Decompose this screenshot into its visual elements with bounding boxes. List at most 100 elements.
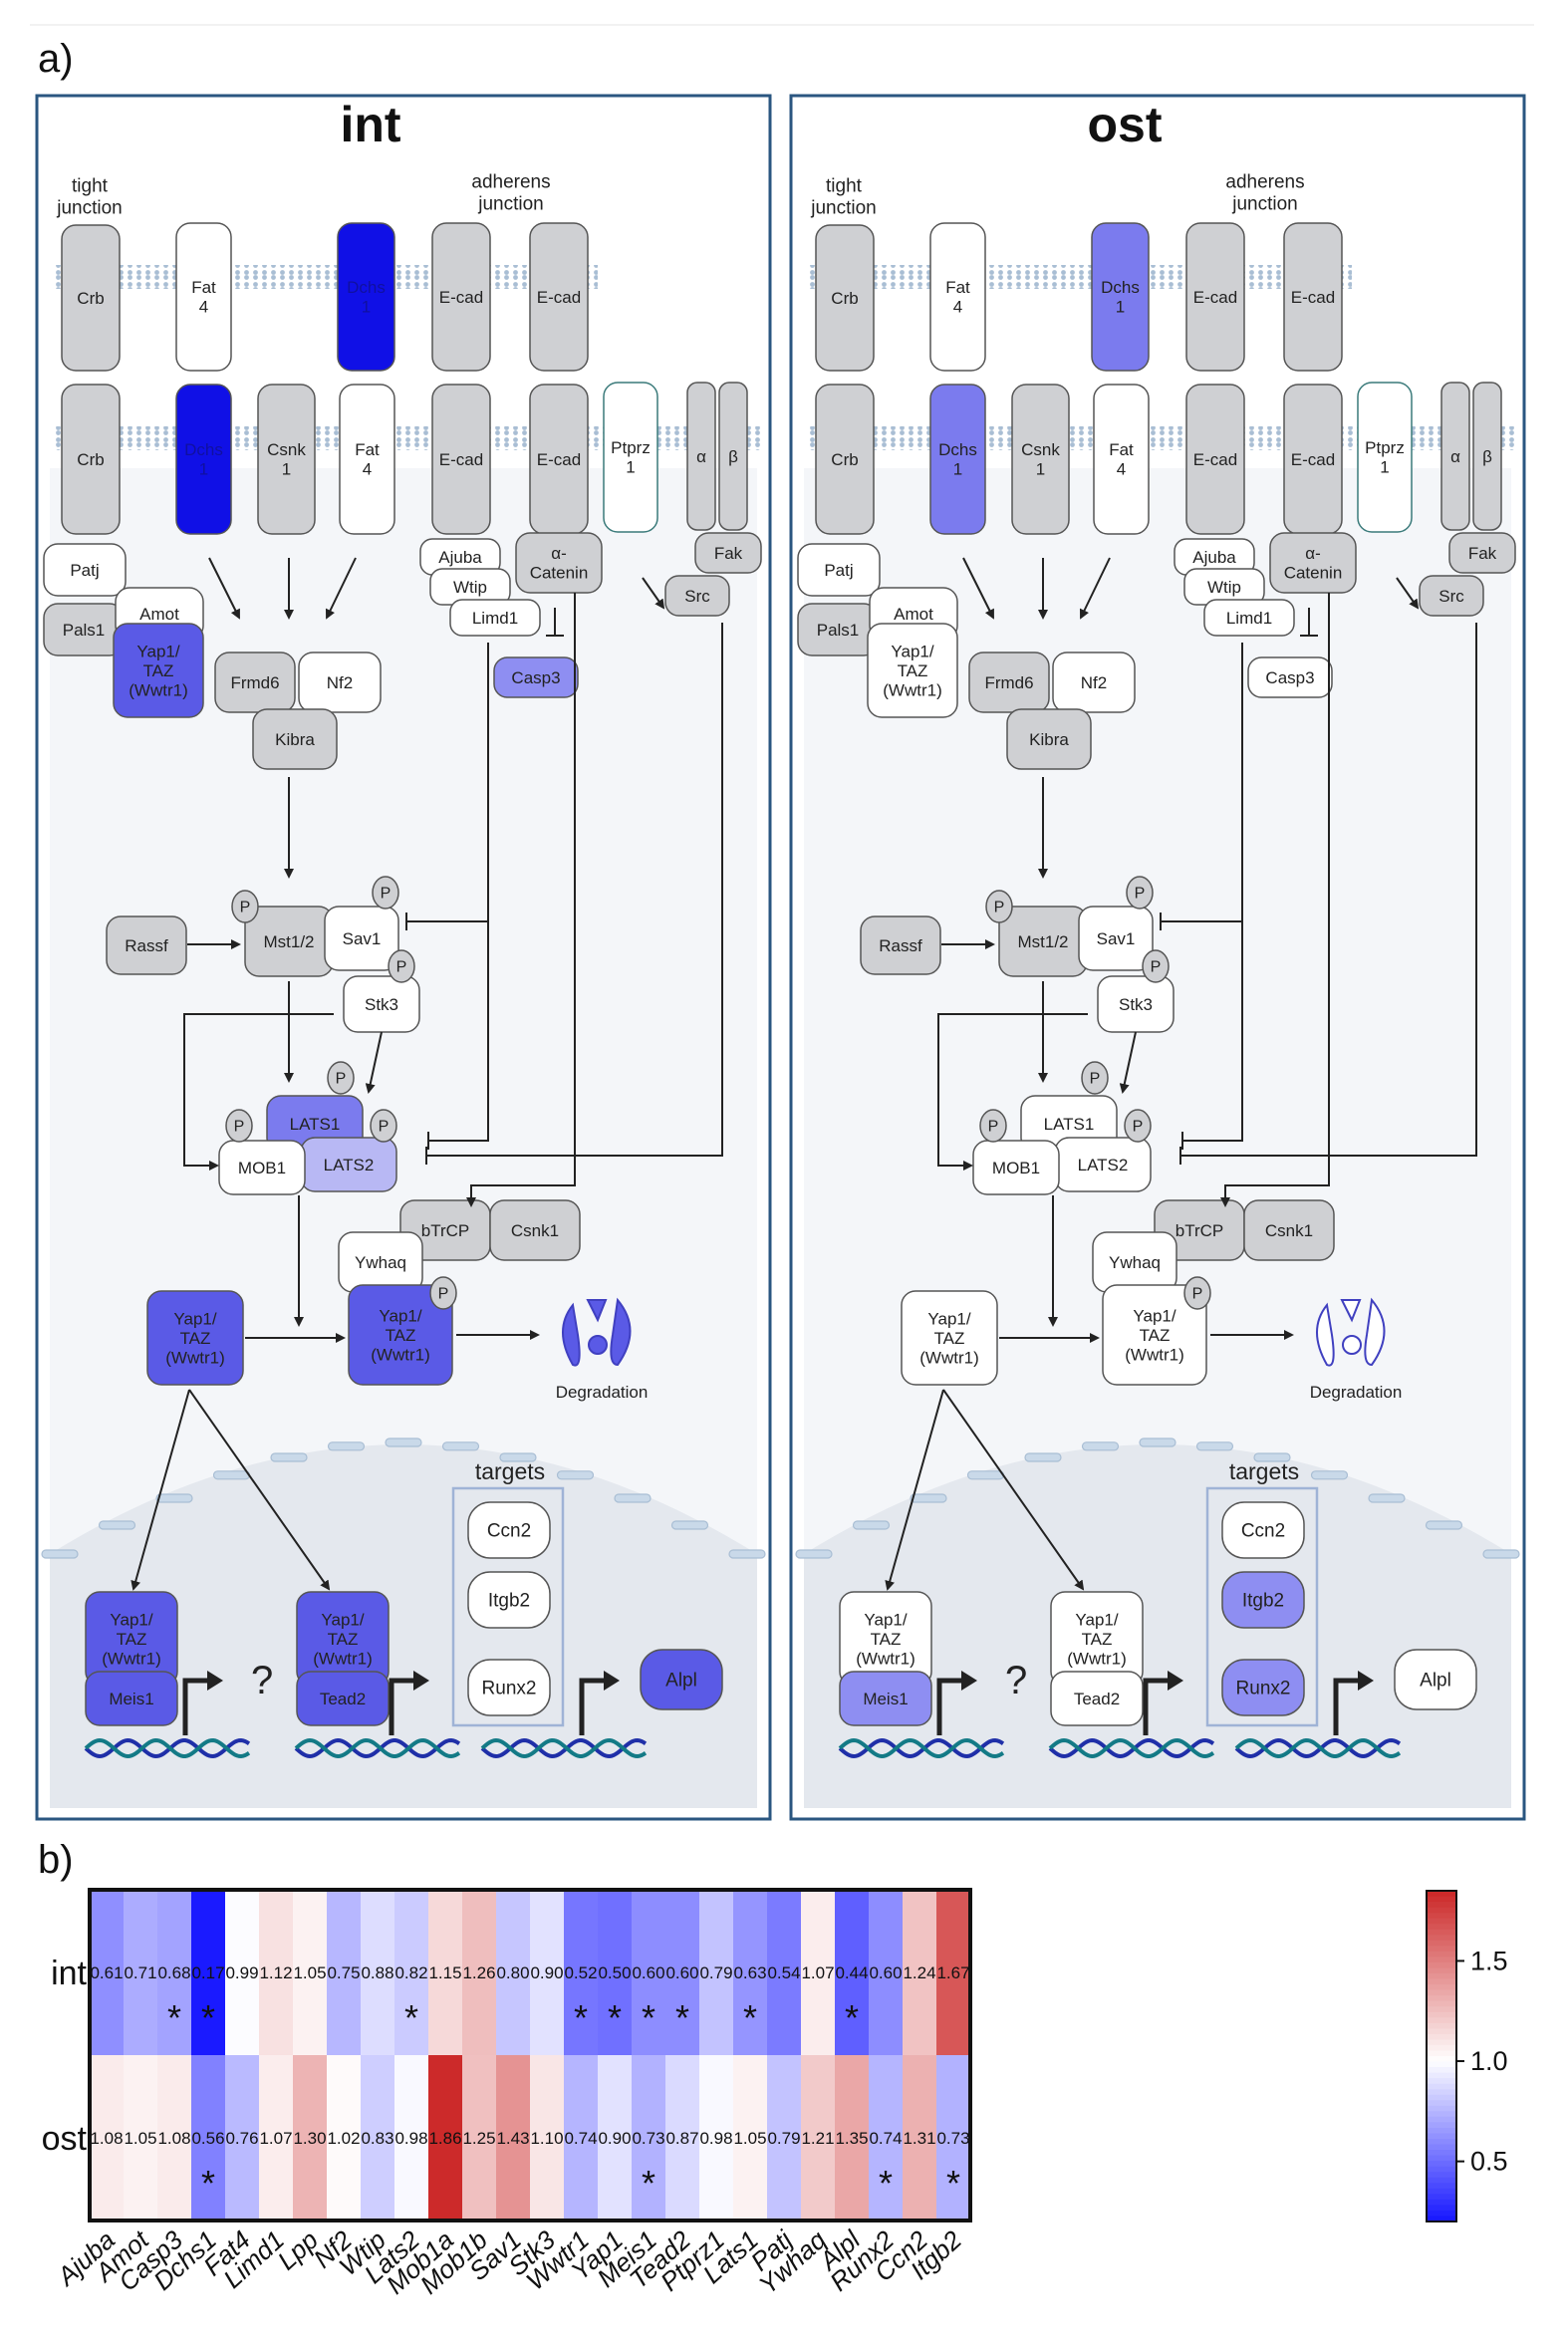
phosphate-p: P [1126,876,1154,910]
integrin-alpha: α [1440,382,1470,531]
mob1: MOB1 [218,1140,306,1195]
ecad-bottom-2-label: E-cad [1291,450,1335,469]
degradation-icon [562,1297,632,1367]
colorbar-segment [1427,1984,1456,1991]
yap1-taz-cytoplasm: Yap1/TAZ(Wwtr1) [146,1290,244,1386]
heatmap-value: 0.71 [124,1963,156,1982]
heatmap-cell [733,2055,768,2221]
alpha-catenin: α-Catenin [1269,532,1357,594]
colorbar-segment [1427,2216,1456,2222]
casp3-label: Casp3 [1265,668,1314,687]
colorbar-segment [1427,2150,1456,2157]
colorbar-segment [1427,2022,1456,2030]
colorbar-segment [1427,2111,1456,2118]
yap1-taz-membrane-label: Yap1/TAZ(Wwtr1) [883,642,941,699]
degradation-icon [1316,1297,1386,1367]
heatmap-cell [835,1890,870,2056]
significance-star: * [946,2163,960,2204]
phosphate-p: P [979,1109,1007,1143]
casp3: Casp3 [1247,656,1333,698]
frmd6: Frmd6 [968,652,1050,713]
heatmap-value: 1.05 [124,2129,156,2148]
heatmap-value: 1.10 [530,2129,563,2148]
heatmap-cell [903,2055,937,2221]
heatmap-cell [394,2055,429,2221]
heatmap-cell [530,1890,565,2056]
panel-a-label: a) [38,37,74,81]
colorbar-segment [1427,1902,1456,1909]
dna-helix [1234,1737,1402,1759]
alpl: Alpl [640,1649,723,1710]
heatmap-cell [801,1890,836,2056]
yap1-taz-nucleus-2: Yap1/TAZ(Wwtr1) [296,1591,390,1687]
colorbar-segment [1427,2056,1456,2063]
colorbar-segment [1427,2210,1456,2218]
mob1-label: MOB1 [238,1159,286,1177]
phosphate-p: P [372,876,399,910]
runx2-label: Runx2 [1236,1679,1291,1699]
heatmap-cell [733,1890,768,2056]
colorbar-segment [1427,2194,1456,2201]
ajuba-label: Ajuba [438,548,482,567]
integrin-beta: β [1472,382,1502,531]
fak-label: Fak [1468,544,1497,563]
kibra: Kibra [1006,708,1092,770]
phosphate-p-label: P [336,1071,347,1088]
colorbar-segment [1427,2116,1456,2124]
stk3-label: Stk3 [1119,995,1153,1014]
colorbar-segment [1427,2144,1456,2152]
meis1-label: Meis1 [863,1690,908,1708]
significance-star: * [608,1997,622,2038]
tead2: Tead2 [1050,1671,1144,1726]
lats1-label: LATS1 [1044,1115,1095,1134]
heatmap-value: 0.56 [191,2129,224,2148]
heatmap-cell [327,1890,362,2056]
colorbar-tick-label: 1.0 [1470,2046,1508,2076]
phosphate-p-label: P [1192,1286,1203,1303]
phosphate-p-label: P [1090,1071,1101,1088]
ecad-top-1: E-cad [431,222,491,372]
ecad-bottom-1: E-cad [431,384,491,535]
heatmap-value: 0.63 [733,1963,766,1982]
pals1: Pals1 [43,603,125,656]
heatmap-cell [598,1890,633,2056]
heatmap-value: 0.79 [699,1963,732,1982]
colorbar-segment [1427,1995,1456,2002]
heatmap-value: 1.08 [90,2129,123,2148]
sav1: Sav1 [324,906,399,971]
heatmap-value: 0.98 [394,2129,427,2148]
yap1-taz-nucleus-2-label: Yap1/TAZ(Wwtr1) [313,1610,372,1668]
dna-helix [480,1737,648,1759]
itgb2-label: Itgb2 [488,1591,530,1612]
significance-star: * [642,2163,655,2204]
ccn2-label: Ccn2 [1241,1521,1285,1542]
heatmap-value: 1.05 [733,2129,766,2148]
colorbar-segment [1427,2072,1456,2080]
yap1-taz-cytoplasm: Yap1/TAZ(Wwtr1) [901,1290,998,1386]
heatmap-value: 0.60 [632,1963,664,1982]
mst1-2: Mst1/2 [244,906,334,977]
significance-star: * [743,1997,757,2038]
phosphate-p: P [1124,1109,1152,1143]
stk3: Stk3 [343,975,420,1033]
ecad-top-1-label: E-cad [1193,288,1237,307]
ecad-bottom-2: E-cad [529,384,589,535]
significance-star: * [642,1997,655,2038]
colorbar-segment [1427,2011,1456,2019]
heatmap-value: 0.75 [327,1963,360,1982]
degradation-label: Degradation [556,1383,649,1402]
heatmap-cell [936,2055,971,2221]
significance-star: * [845,1997,859,2038]
colorbar-segment [1427,2183,1456,2190]
colorbar-segment [1427,2122,1456,2129]
yap1-taz-nucleus-1-label: Yap1/TAZ(Wwtr1) [102,1610,160,1668]
dna-helix [84,1737,251,1759]
ecad-top-2: E-cad [529,222,589,372]
pals1: Pals1 [797,603,879,656]
panel-title: ost [1088,97,1163,152]
heatmap-value: 0.50 [598,1963,631,1982]
